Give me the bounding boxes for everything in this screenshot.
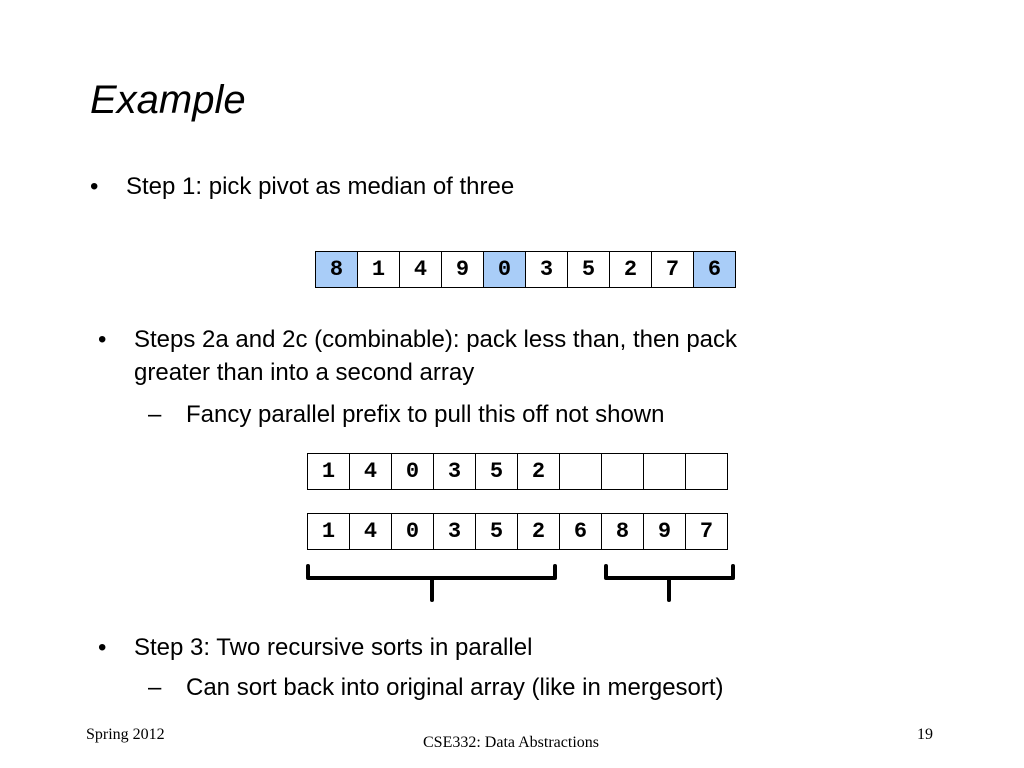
array-cell: 9: [644, 514, 686, 550]
step2-sub-text: Fancy parallel prefix to pull this off n…: [186, 401, 665, 428]
array-cell: 2: [518, 454, 560, 490]
footer-left: Spring 2012: [86, 726, 165, 743]
bullet-marker: •: [98, 634, 107, 661]
array-cell: 5: [476, 454, 518, 490]
array-cell: [686, 454, 728, 490]
step3-text: Step 3: Two recursive sorts in parallel: [134, 634, 533, 661]
dash-marker: –: [148, 674, 162, 701]
array-cell: 7: [686, 514, 728, 550]
step3-bullet: • Step 3: Two recursive sorts in paralle…: [98, 631, 532, 664]
array-cell: 2: [610, 252, 652, 288]
array-cell: 9: [442, 252, 484, 288]
array-cell: 4: [400, 252, 442, 288]
array-cell: 5: [476, 514, 518, 550]
step3-subbullet: – Can sort back into original array (lik…: [148, 673, 724, 703]
array-cell: 1: [308, 454, 350, 490]
step2-subbullet: – Fancy parallel prefix to pull this off…: [148, 400, 664, 430]
array-cell: 2: [518, 514, 560, 550]
array-cell: 0: [392, 514, 434, 550]
array-cell: 8: [602, 514, 644, 550]
footer-center: CSE332: Data Abstractions: [423, 734, 599, 751]
array-cell: 6: [694, 252, 736, 288]
array-cell: 0: [484, 252, 526, 288]
footer-page-number: 19: [917, 726, 933, 743]
left-partition-brace: [306, 564, 557, 602]
array-cell: 7: [652, 252, 694, 288]
array-cell: [644, 454, 686, 490]
array-cell: 8: [316, 252, 358, 288]
step3-sub-text: Can sort back into original array (like …: [186, 674, 724, 701]
array-cell: 3: [434, 514, 476, 550]
slide-title: Example: [90, 78, 246, 122]
array-cell: 0: [392, 454, 434, 490]
step1-bullet: • Step 1: pick pivot as median of three: [90, 170, 514, 203]
bullet-marker: •: [98, 326, 107, 353]
array-cell: 1: [308, 514, 350, 550]
array-cell: [560, 454, 602, 490]
bullet-marker: •: [90, 173, 99, 200]
step2-bullet: • Steps 2a and 2c (combinable): pack les…: [98, 323, 737, 389]
array-cell: 5: [568, 252, 610, 288]
array-cell: 1: [358, 252, 400, 288]
right-partition-brace: [604, 564, 735, 602]
array-cell: [602, 454, 644, 490]
step1-text: Step 1: pick pivot as median of three: [126, 173, 515, 200]
step2-text-line1: Steps 2a and 2c (combinable): pack less …: [134, 326, 738, 353]
array-cell: 3: [526, 252, 568, 288]
array-cell: 4: [350, 514, 392, 550]
array-cell: 3: [434, 454, 476, 490]
dash-marker: –: [148, 401, 162, 428]
array-cell: 4: [350, 454, 392, 490]
array-cell: 6: [560, 514, 602, 550]
step2-text-line2: greater than into a second array: [134, 359, 475, 386]
